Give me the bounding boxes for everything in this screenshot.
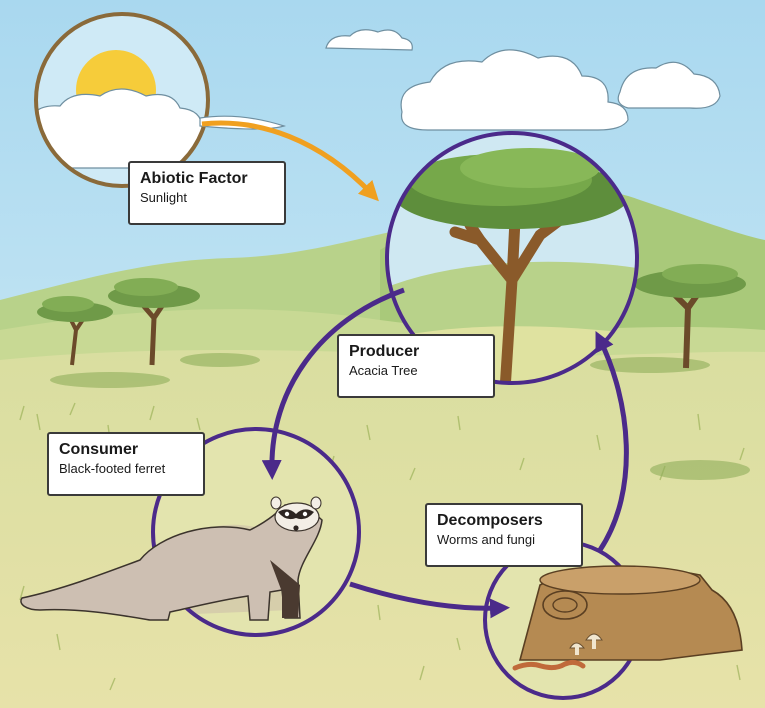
background-tree	[108, 278, 200, 366]
arrow-consumer-to-decomposers	[349, 581, 510, 619]
arrow-decomposers-to-producer	[595, 331, 629, 552]
consumer-subtitle: Black-footed ferret	[59, 461, 166, 476]
abiotic-factor-label: Abiotic Factor Sunlight	[128, 161, 286, 225]
mushroom-icon	[569, 633, 603, 655]
background-tree	[37, 296, 113, 366]
decomposers-title: Decomposers	[437, 512, 543, 529]
ferret-icon	[20, 496, 323, 621]
producer-subtitle: Acacia Tree	[349, 363, 418, 378]
producer-label: Producer Acacia Tree	[337, 334, 495, 398]
consumer-title: Consumer	[59, 441, 139, 458]
decomposers-label: Decomposers Worms and fungi	[425, 503, 583, 567]
bushes	[50, 353, 750, 480]
tree-stump-icon	[518, 565, 743, 661]
background-tree	[634, 264, 746, 369]
arrow-producer-to-consumer	[261, 287, 405, 480]
worm-icon	[512, 659, 586, 671]
arrow-sunlight-to-producer	[201, 120, 379, 202]
decomposers-subtitle: Worms and fungi	[437, 532, 536, 547]
cloud	[400, 49, 721, 131]
consumer-label: Consumer Black-footed ferret	[47, 432, 205, 496]
abiotic-factor-subtitle: Sunlight	[140, 190, 187, 205]
cloud	[325, 29, 413, 51]
abiotic-factor-title: Abiotic Factor	[140, 170, 248, 187]
producer-title: Producer	[349, 343, 420, 360]
sun-medallion	[34, 12, 210, 188]
